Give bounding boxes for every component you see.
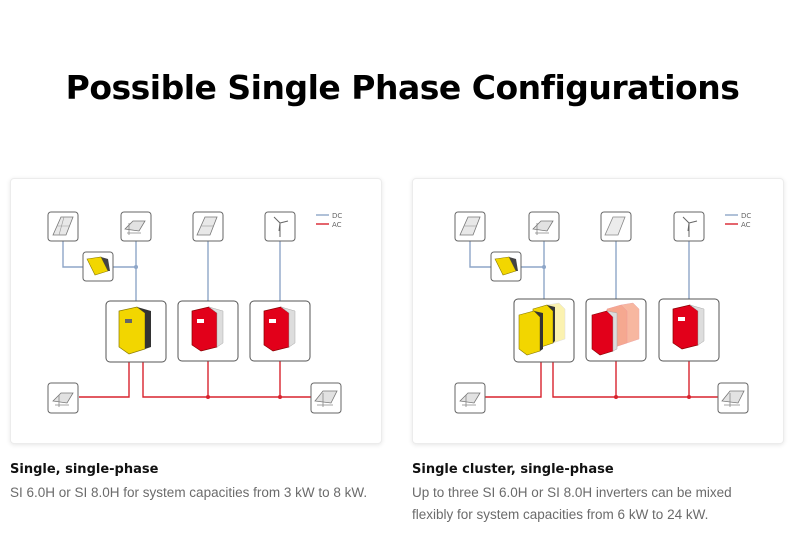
wind-turbine-icon: [673, 211, 705, 242]
sunny-island-red-box: [249, 300, 311, 362]
wind-turbine-icon: [264, 211, 296, 242]
config-description-cluster-line1: Up to three SI 6.0H or SI 8.0H inverters…: [412, 485, 732, 500]
diagram-single: DC AC: [47, 211, 342, 414]
legend-dc: DC: [332, 212, 342, 220]
legend-dc: DC: [741, 212, 751, 220]
grid-icon: [310, 382, 342, 414]
diagram-card-cluster: DC AC: [412, 178, 784, 444]
sunny-island-red-box: [658, 298, 720, 362]
sunny-island-cluster-red-box: [585, 298, 647, 362]
dc-lines: [62, 241, 281, 301]
dc-lines: [469, 241, 690, 301]
pv-panel-icon: [47, 211, 79, 242]
config-title-cluster: Single cluster, single-phase: [412, 462, 614, 477]
pv-inverter-icon: [490, 251, 522, 282]
sunny-island-yellow-box: [105, 300, 167, 363]
config-description-single: SI 6.0H or SI 8.0H for system capacities…: [10, 485, 368, 500]
pv-panel-icon: [192, 211, 224, 242]
generator-icon: [528, 211, 560, 242]
legend: DC AC: [725, 212, 751, 229]
legend-ac: AC: [741, 221, 751, 229]
load-icon: [47, 382, 79, 414]
ac-lines: [485, 361, 718, 398]
generator-icon: [120, 211, 152, 242]
sunny-island-red-box: [177, 300, 239, 362]
grid-icon: [717, 382, 749, 414]
diagram-cluster: DC AC: [454, 211, 751, 414]
legend-ac: AC: [332, 221, 342, 229]
config-title-single: Single, single-phase: [10, 462, 159, 477]
page-title: Possible Single Phase Configurations: [65, 68, 740, 107]
pv-panel-icon: [600, 211, 632, 242]
sunny-island-cluster-yellow-box: [513, 298, 575, 363]
pv-panel-icon: [454, 211, 486, 242]
diagram-card-single: DC AC: [10, 178, 382, 444]
pv-inverter-icon: [82, 251, 114, 282]
legend: DC AC: [316, 212, 342, 229]
load-icon: [454, 382, 486, 414]
ac-lines: [79, 361, 311, 398]
config-description-cluster-line2: flexibly for system capacities from 6 kW…: [412, 507, 709, 522]
